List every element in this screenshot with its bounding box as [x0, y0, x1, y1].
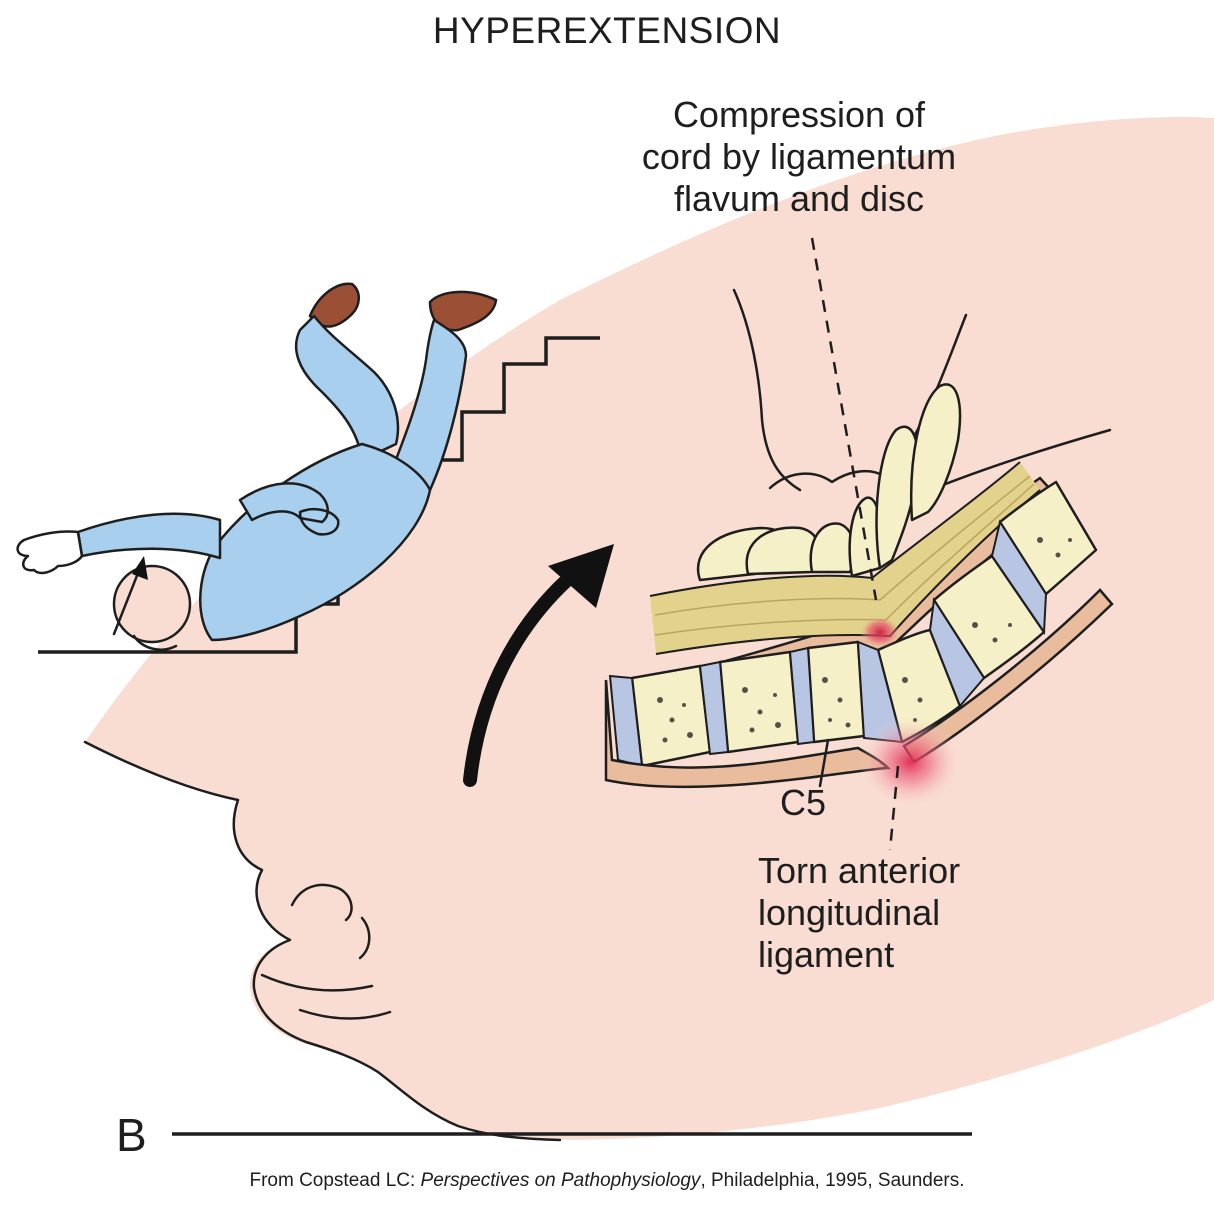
caption-prefix: From Copstead LC:: [249, 1170, 421, 1191]
cord-fiber-1: [654, 475, 1031, 616]
bent-arm: [238, 482, 329, 524]
nostril: [290, 883, 353, 922]
compression-label-line-2: cord by ligamentum: [641, 136, 957, 177]
diagram-title: HYPEREXTENSION: [432, 10, 782, 51]
cord-compression-mark: [860, 616, 900, 648]
vertebra-c5: [806, 640, 866, 744]
falling-figure: [16, 282, 498, 651]
cervical-spine: [604, 383, 1114, 808]
lower-lip: [298, 1008, 392, 1020]
torso: [199, 442, 432, 642]
source-caption: From Copstead LC: Perspectives on Pathop…: [0, 1170, 1214, 1192]
figure-face: [132, 634, 178, 651]
reaching-hand: [16, 530, 84, 575]
head-neck-silhouette: [83, 116, 1214, 1142]
compression-label-line-1: Compression of: [672, 94, 926, 135]
torn-ligament-leader-line: [888, 765, 900, 851]
torn-ligament-label-line-3: ligament: [758, 934, 895, 975]
torn-ligament-label: Torn anterior longitudinal ligament: [758, 850, 960, 976]
shoulder-contour: [928, 428, 1112, 492]
vertebra-1: [630, 664, 712, 768]
left-leg: [294, 314, 400, 462]
reaching-arm: [76, 512, 222, 560]
c5-label: C5: [780, 782, 827, 823]
skin-area: [85, 116, 1214, 1140]
nose-fold: [358, 916, 371, 960]
skull-base: [768, 469, 886, 490]
bent-hand: [298, 508, 340, 536]
torn-ligament-mark: [858, 716, 962, 808]
vertebra-6: [998, 480, 1098, 596]
head-contour: [732, 288, 802, 492]
motion-arrow: [463, 544, 614, 787]
compression-label-line-3: flavum and disc: [673, 178, 925, 219]
torn-ligament-label-line-1: Torn anterior: [758, 850, 961, 891]
c5-leader-line: [818, 738, 830, 788]
mouth: [260, 973, 374, 992]
spinal-cord: [650, 462, 1040, 654]
compression-label: Compression of cord by ligamentum flavum…: [584, 94, 1014, 220]
panel-letter: B: [116, 1109, 147, 1161]
torn-ligament-label-line-2: longitudinal: [758, 892, 941, 933]
face-profile: [83, 740, 562, 1142]
vertebral-bodies: [630, 480, 1098, 768]
left-shoe: [308, 282, 360, 328]
caption-book-title: Perspectives on Pathophysiology: [420, 1170, 701, 1191]
anterior-ligament-upper: [902, 588, 1114, 764]
vertebra-2: [718, 650, 800, 754]
head-motion-arrow: [112, 566, 142, 636]
caption-suffix: , Philadelphia, 1995, Saunders.: [700, 1170, 965, 1191]
